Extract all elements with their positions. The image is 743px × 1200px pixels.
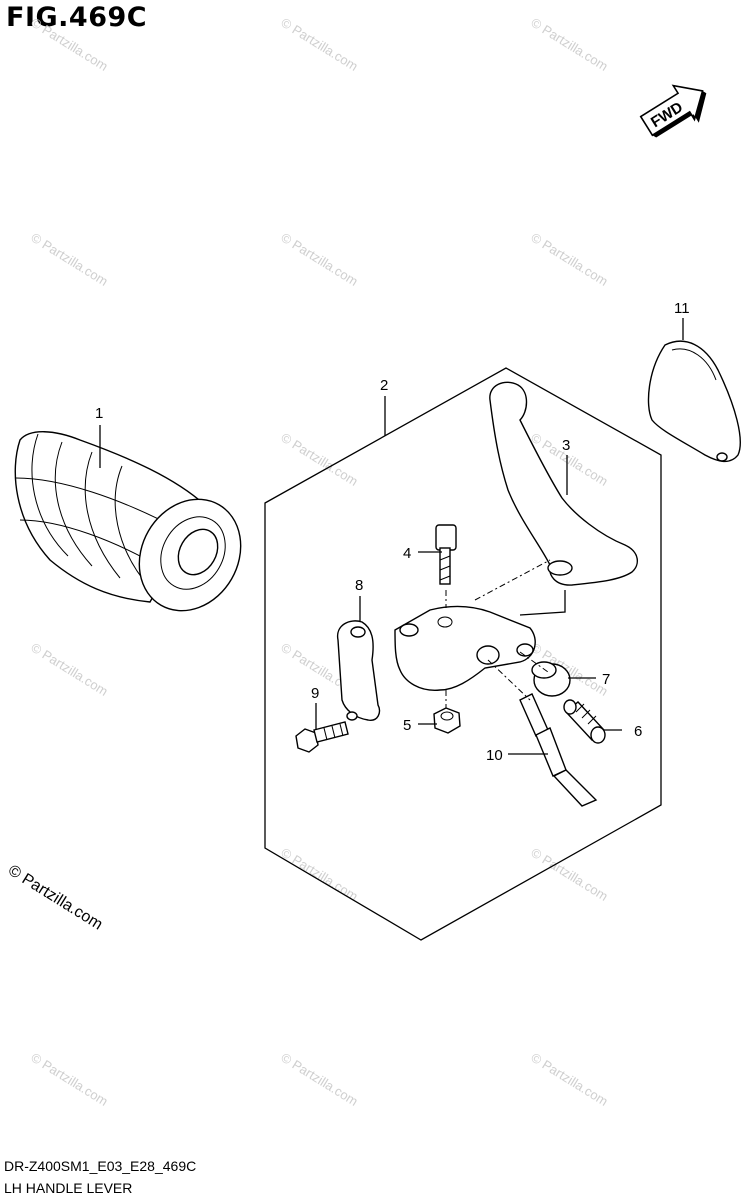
callout-11: 11 — [674, 300, 690, 317]
watermark: © Partzilla.com — [278, 1050, 360, 1109]
callout-10: 10 — [486, 747, 503, 764]
callout-4: 4 — [403, 545, 411, 562]
model-code: DR-Z400SM1_E03_E28_469C — [4, 1158, 197, 1174]
pivot-bolt — [435, 524, 457, 585]
assembly-lines — [445, 559, 566, 708]
watermark: © Partzilla.com — [278, 430, 360, 489]
fwd-arrow-icon: FWD — [639, 84, 707, 138]
watermark: © Partzilla.com — [528, 845, 610, 904]
clamp-bolt — [295, 721, 349, 753]
callout-9: 9 — [311, 685, 319, 702]
watermark: © Partzilla.com — [28, 230, 110, 289]
watermark: © Partzilla.com — [28, 15, 110, 74]
callout-8: 8 — [355, 577, 363, 594]
leader-lines — [99, 318, 684, 755]
watermark: © Partzilla.com — [28, 640, 110, 699]
lever-cover — [647, 340, 741, 463]
watermark: © Partzilla.com — [278, 15, 360, 74]
adjuster-nut — [531, 661, 571, 697]
holder-clamp — [336, 620, 381, 721]
callout-1: 1 — [95, 405, 103, 422]
assembly-outline — [264, 367, 662, 941]
callouts: 1 2 3 4 5 6 7 8 9 10 11 — [95, 300, 690, 764]
lever-holder — [394, 605, 536, 691]
watermark: © Partzilla.com — [528, 1050, 610, 1109]
watermark: © Partzilla.com — [528, 15, 610, 74]
callout-3: 3 — [562, 437, 570, 454]
watermark: © Partzilla.com — [528, 230, 610, 289]
section-name: LH HANDLE LEVER — [4, 1180, 133, 1196]
callout-5: 5 — [403, 717, 411, 734]
clutch-cable — [519, 693, 598, 807]
pivot-nut — [433, 707, 461, 734]
callout-6: 6 — [634, 723, 642, 740]
watermark: © Partzilla.com — [28, 1050, 110, 1109]
clutch-lever — [489, 381, 638, 586]
callout-2: 2 — [380, 377, 388, 394]
watermark: © Partzilla.com — [278, 845, 360, 904]
fig-title: FIG.469C — [6, 2, 148, 33]
grip — [14, 431, 242, 612]
callout-7: 7 — [602, 671, 610, 688]
watermark: © Partzilla.com — [278, 230, 360, 289]
cable-adjuster — [563, 699, 606, 744]
